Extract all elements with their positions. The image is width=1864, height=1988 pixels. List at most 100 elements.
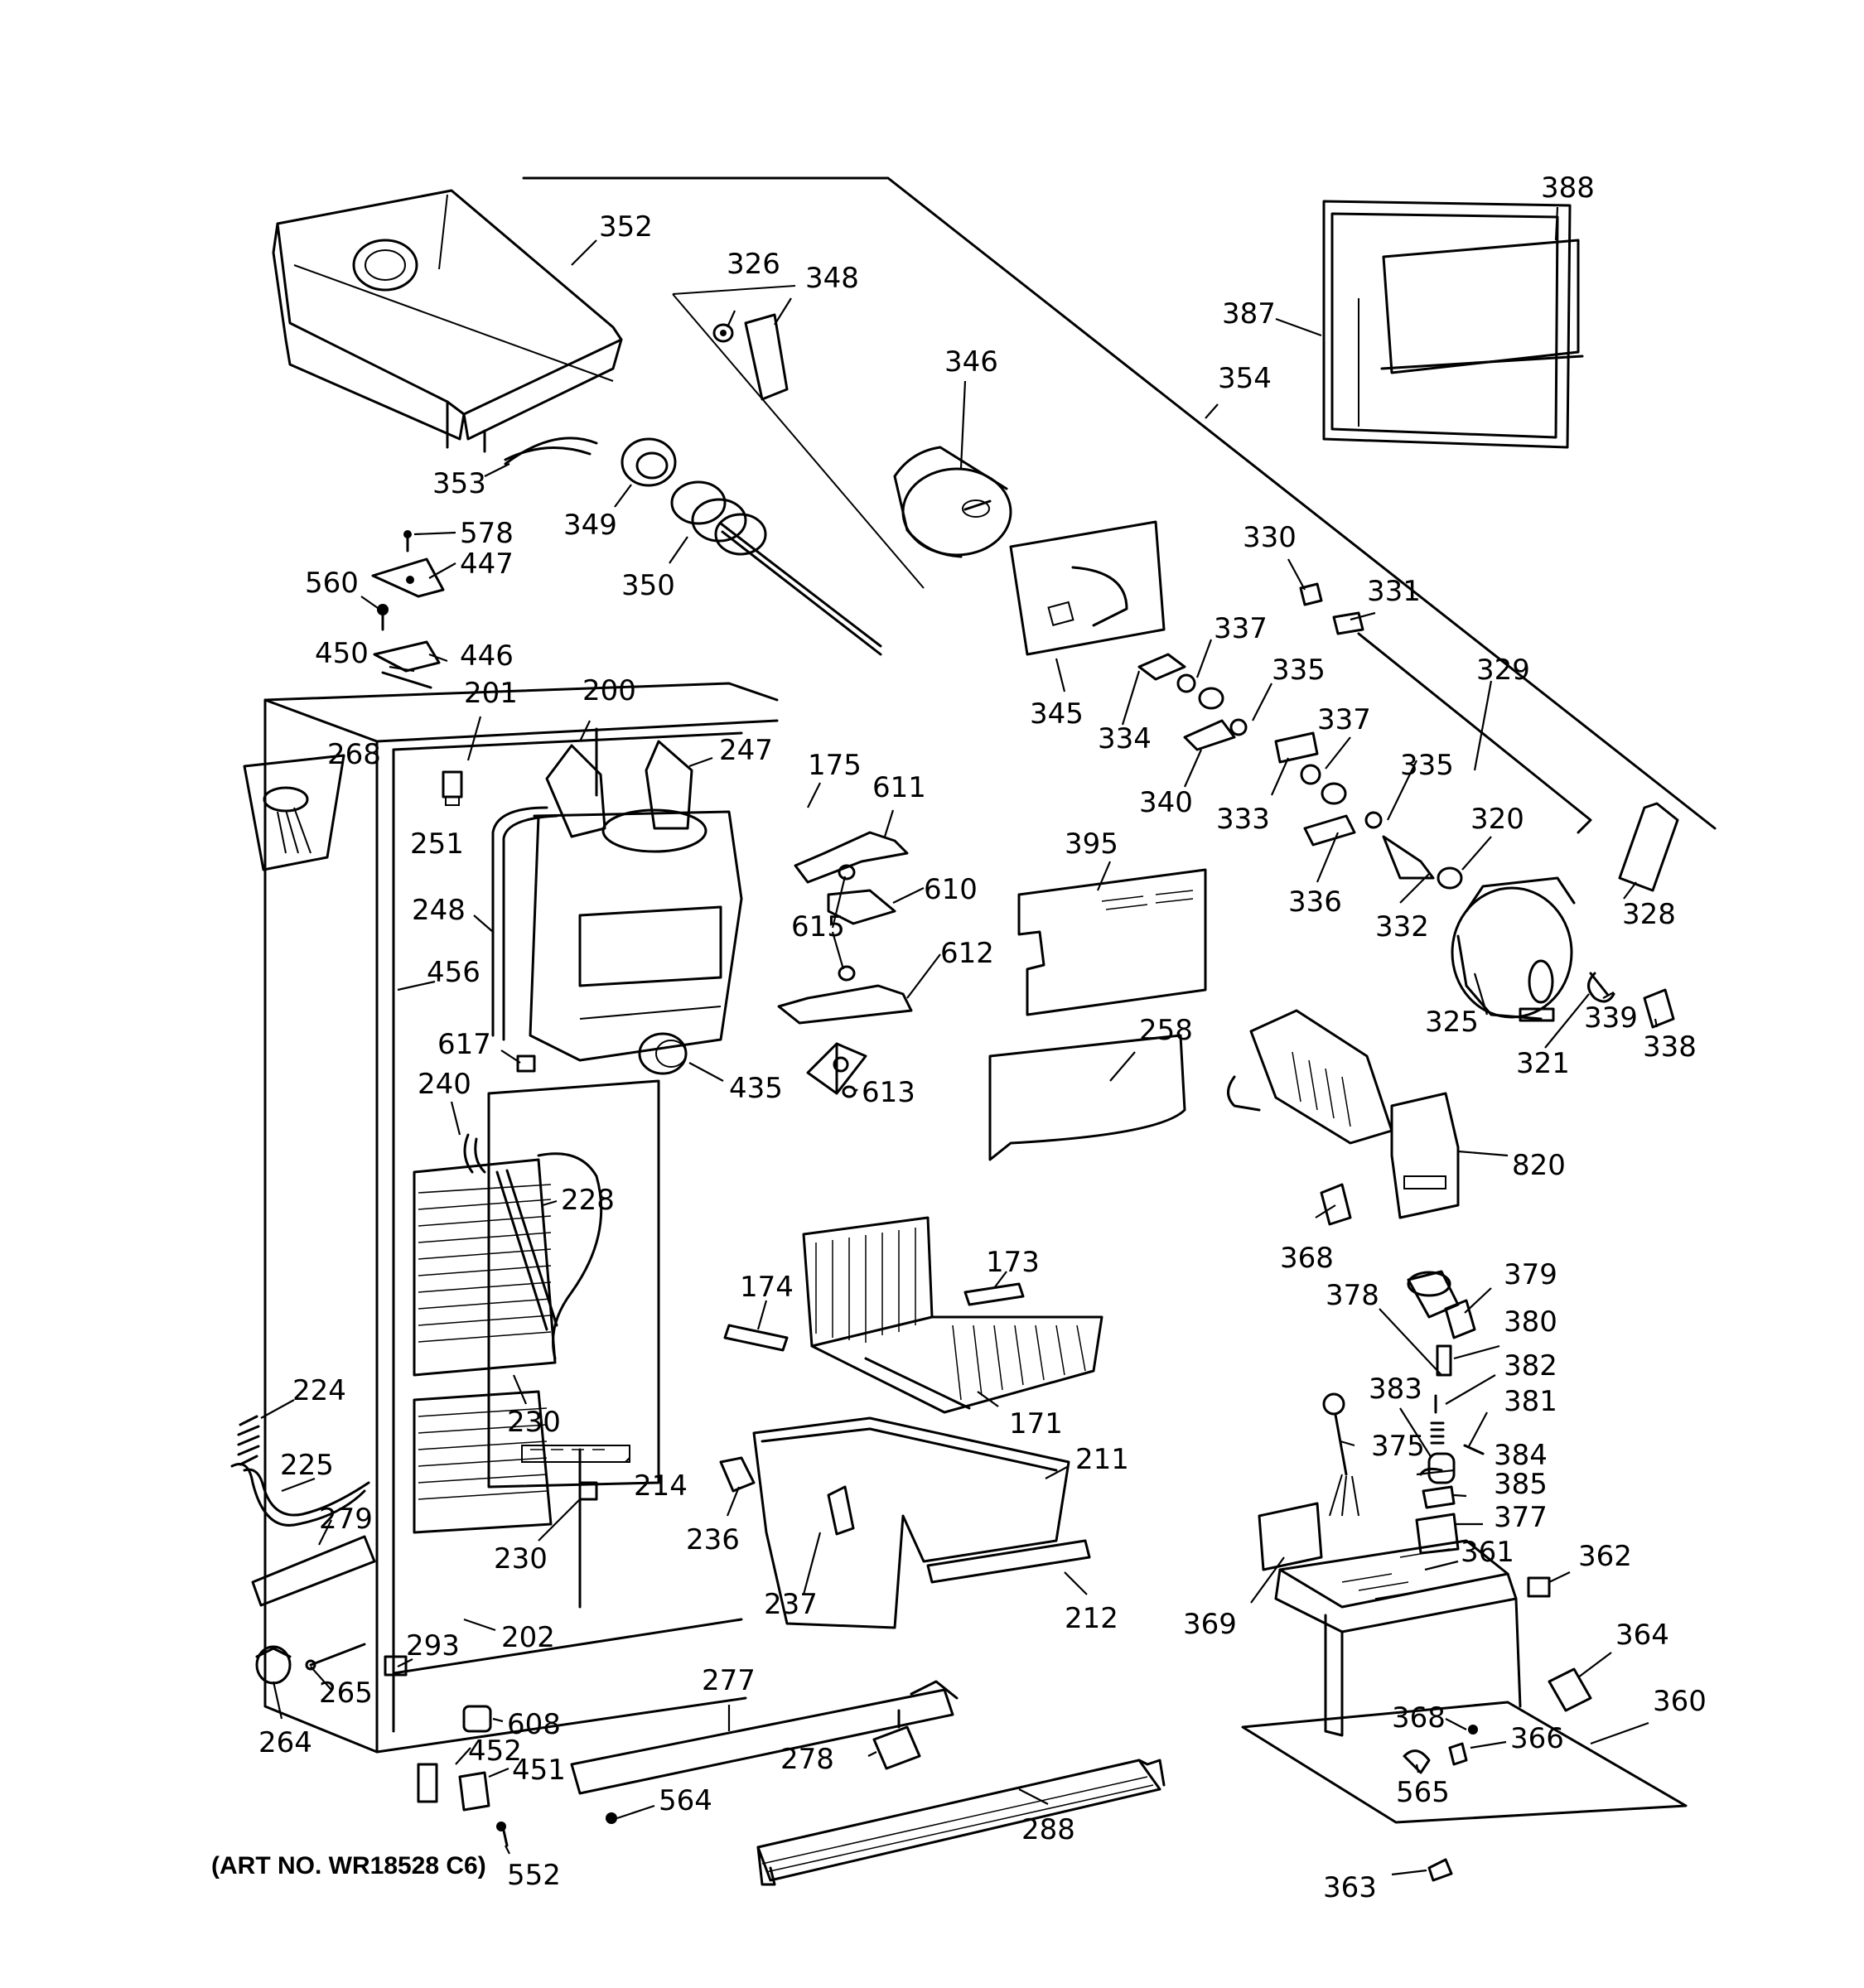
drum-346: [893, 446, 1012, 558]
callout-175: 175: [808, 749, 862, 782]
callout-349: 349: [563, 509, 617, 542]
bracket-hardware: [371, 530, 445, 689]
callout-171: 171: [1009, 1407, 1063, 1440]
callout-236: 236: [686, 1523, 740, 1556]
solenoid-stack: [1407, 1270, 1485, 1555]
callout-333: 333: [1216, 803, 1270, 836]
callout-337: 337: [1214, 612, 1268, 645]
bearing-326: [712, 323, 734, 343]
callout-202: 202: [501, 1621, 555, 1654]
callout-212: 212: [1065, 1602, 1118, 1635]
socket-268: [243, 754, 345, 871]
callout-617: 617: [437, 1028, 491, 1061]
callout-379: 379: [1504, 1258, 1557, 1291]
callout-613: 613: [862, 1076, 915, 1109]
basket-171: [802, 1216, 1103, 1414]
duct-247: [529, 740, 743, 1062]
callout-380: 380: [1504, 1305, 1557, 1339]
callout-224: 224: [292, 1374, 346, 1407]
callout-277: 277: [702, 1664, 756, 1697]
callout-211: 211: [1075, 1443, 1129, 1476]
callout-385: 385: [1494, 1468, 1548, 1501]
callout-340: 340: [1139, 786, 1193, 819]
callout-452: 452: [468, 1735, 522, 1768]
callout-labels: 352 326 348 346 388 387 354 353 349 350 …: [258, 171, 1707, 1904]
callout-248: 248: [412, 894, 466, 927]
callout-352: 352: [599, 210, 653, 244]
base-parts: [570, 1680, 1166, 1886]
slide-174: [723, 1324, 789, 1352]
callout-362: 362: [1578, 1540, 1632, 1573]
callout-381: 381: [1504, 1385, 1557, 1418]
tube-248: [491, 806, 558, 1041]
callout-200: 200: [582, 674, 636, 707]
callout-369: 369: [1183, 1608, 1237, 1641]
callout-214: 214: [634, 1469, 688, 1503]
callout-288: 288: [1021, 1813, 1075, 1846]
callout-330: 330: [1243, 521, 1297, 554]
callout-174: 174: [740, 1271, 794, 1304]
callout-611: 611: [872, 771, 926, 804]
callout-384: 384: [1494, 1439, 1548, 1472]
plate-345: [1009, 520, 1166, 656]
light-375: [1322, 1392, 1359, 1517]
callout-335: 335: [1272, 654, 1326, 687]
control-housing: [1241, 1502, 1688, 1824]
callout-820: 820: [1512, 1149, 1566, 1182]
plate-395: [1017, 868, 1207, 1016]
callout-240: 240: [418, 1068, 471, 1101]
bracket-236: [719, 1456, 756, 1493]
callout-377: 377: [1494, 1501, 1548, 1534]
callout-265: 265: [319, 1677, 373, 1710]
callout-560: 560: [305, 567, 359, 600]
callout-395: 395: [1065, 828, 1118, 861]
callout-230b: 230: [494, 1542, 548, 1575]
callout-320: 320: [1470, 803, 1524, 836]
callout-268: 268: [327, 738, 381, 771]
panel-214: [521, 1445, 630, 1463]
callout-331: 331: [1367, 575, 1421, 608]
callout-451: 451: [512, 1754, 566, 1787]
callout-383: 383: [1369, 1373, 1422, 1406]
callout-375: 375: [1371, 1430, 1425, 1463]
callout-230: 230: [507, 1406, 561, 1439]
callout-346: 346: [944, 345, 998, 379]
callout-387: 387: [1222, 297, 1276, 331]
callout-368: 368: [1280, 1242, 1334, 1275]
callout-608: 608: [507, 1708, 561, 1741]
clip-230: [578, 1481, 598, 1501]
callout-435: 435: [729, 1072, 783, 1105]
callout-610: 610: [924, 873, 978, 906]
callout-279: 279: [319, 1503, 373, 1536]
callout-278: 278: [780, 1743, 834, 1776]
housing-hardware: [1403, 1576, 1592, 1882]
callout-339: 339: [1584, 1001, 1638, 1035]
thermostat-251: [442, 770, 463, 806]
grommet-435: [638, 1032, 688, 1075]
callout-552: 552: [507, 1859, 561, 1892]
callout-348: 348: [805, 262, 859, 295]
callout-446: 446: [460, 639, 514, 673]
callout-456: 456: [427, 956, 480, 989]
callout-345: 345: [1030, 697, 1084, 731]
callout-329: 329: [1476, 654, 1530, 687]
bail-353: [504, 437, 598, 466]
callout-363: 363: [1323, 1871, 1377, 1904]
callout-264: 264: [258, 1726, 312, 1759]
callout-321: 321: [1516, 1047, 1570, 1080]
bracket-368: [1320, 1183, 1352, 1226]
art-number: (ART NO. WR18528 C6): [211, 1852, 486, 1879]
callout-228: 228: [561, 1184, 615, 1217]
callout-332: 332: [1375, 910, 1429, 943]
callout-293: 293: [406, 1629, 460, 1662]
callout-325: 325: [1425, 1006, 1479, 1039]
gasket-348: [744, 313, 789, 401]
callout-251: 251: [410, 828, 464, 861]
fan-motor-assembly: [777, 831, 913, 1098]
drawer-211: [752, 1416, 1091, 1629]
callout-354: 354: [1218, 362, 1272, 395]
callout-447: 447: [460, 548, 514, 581]
dispenser-door: [1322, 200, 1584, 449]
callout-173: 173: [986, 1246, 1040, 1279]
